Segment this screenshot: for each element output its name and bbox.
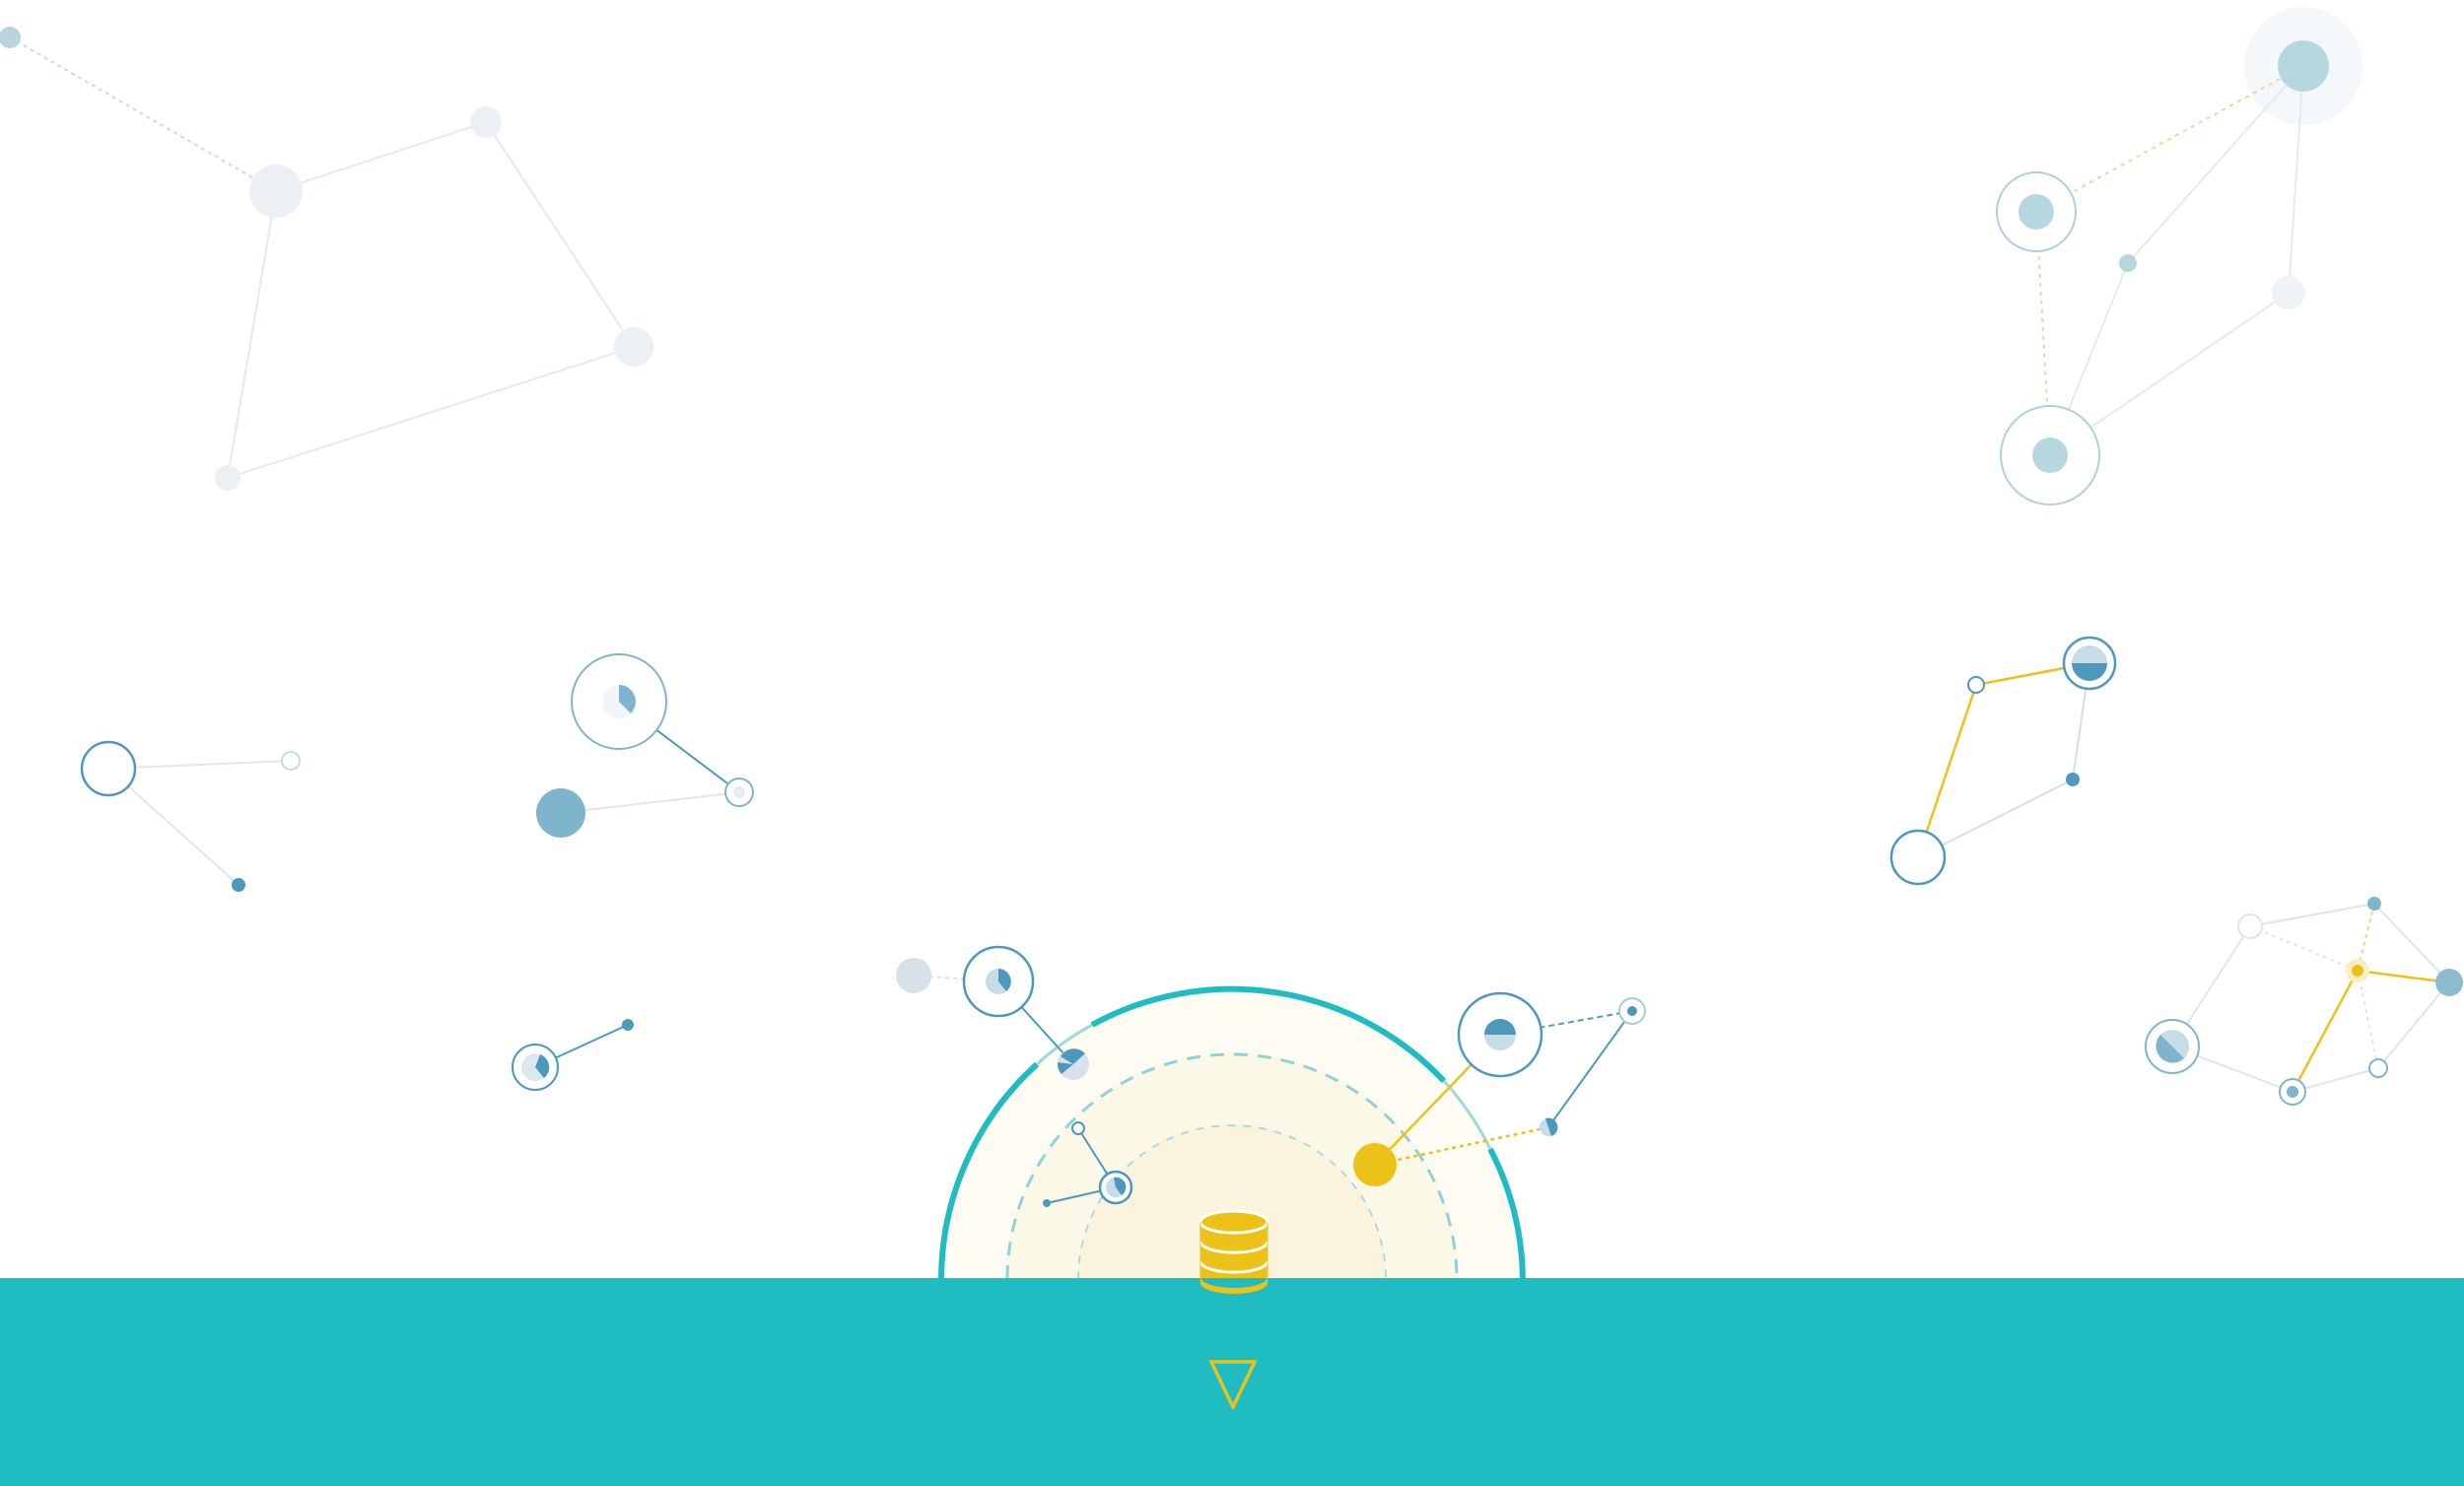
constellation-top-right — [1996, 7, 2362, 506]
node — [1071, 1121, 1085, 1135]
node — [1889, 829, 1947, 886]
hub-nodes-left — [896, 945, 1133, 1207]
node — [2367, 897, 2381, 911]
node — [1353, 1143, 1397, 1186]
constellation-far-right — [2145, 897, 2463, 1106]
hub-arcs — [938, 985, 1526, 1280]
node — [622, 1019, 634, 1031]
constellation-top-left — [0, 27, 653, 491]
node — [2278, 40, 2329, 92]
triangle-down-icon — [1208, 1360, 1258, 1409]
node — [249, 165, 303, 218]
node — [215, 465, 240, 491]
node — [614, 327, 653, 367]
node — [80, 740, 137, 797]
scroll-down-button[interactable] — [1207, 1358, 1259, 1409]
node — [232, 878, 245, 892]
node — [2032, 438, 2068, 473]
constellation-left-upper — [536, 653, 754, 838]
node — [1043, 1199, 1051, 1207]
database-icon — [1198, 1209, 1269, 1293]
bottom-band — [0, 1278, 2464, 1486]
constellation-left-mid — [80, 740, 301, 892]
constellation-right-mid — [1889, 636, 2117, 886]
node — [0, 27, 21, 48]
node — [2019, 194, 2054, 230]
node — [2368, 1058, 2388, 1078]
node — [2435, 969, 2463, 996]
node — [281, 751, 301, 771]
node — [2352, 965, 2363, 977]
node — [896, 958, 931, 993]
node — [2272, 276, 2305, 309]
hub-nodes-right — [1353, 991, 1646, 1186]
node — [1967, 676, 1985, 694]
node — [2119, 254, 2137, 272]
node — [2237, 913, 2263, 939]
constellation-left-lower — [512, 1019, 634, 1091]
node — [2066, 773, 2080, 786]
node — [536, 788, 585, 838]
node — [470, 106, 502, 138]
